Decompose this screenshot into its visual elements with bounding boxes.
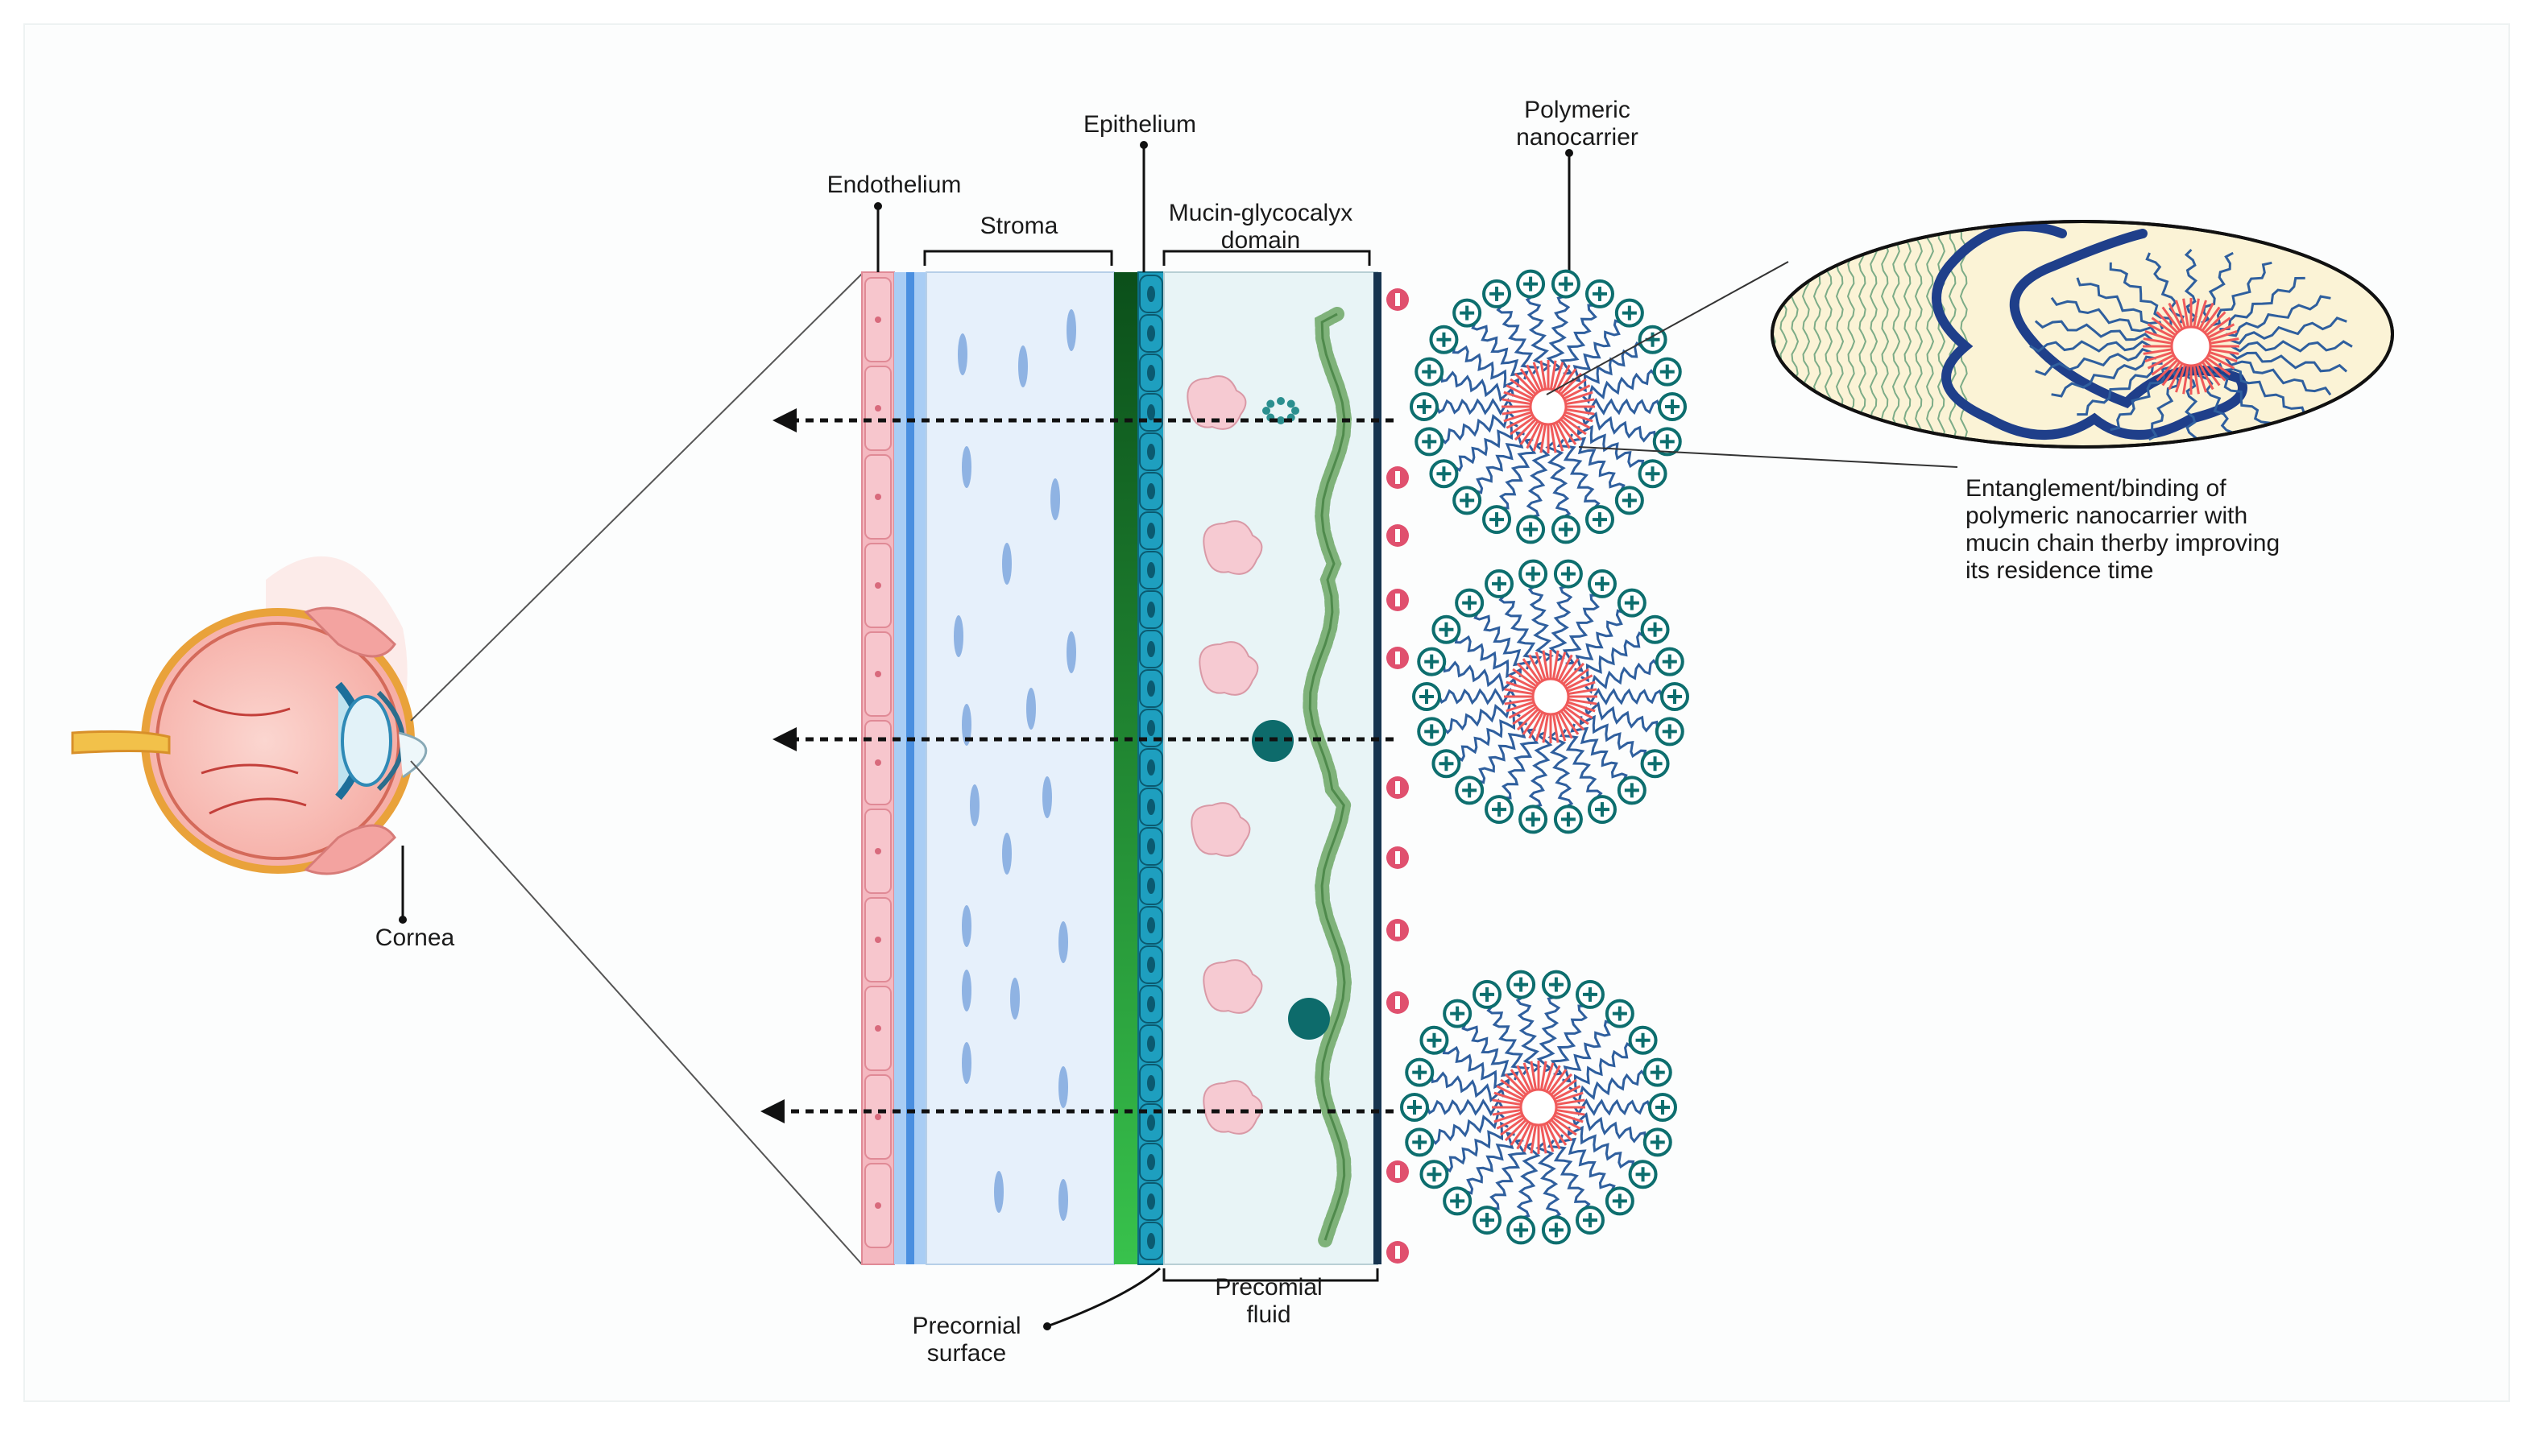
keratocyte bbox=[1058, 1066, 1068, 1108]
keratocyte bbox=[962, 970, 971, 1011]
mucin-strand bbox=[1936, 225, 1946, 447]
label-mucin-glycocalyx-domain: Mucin-glycocalyx domain bbox=[1168, 200, 1353, 254]
keratocyte bbox=[994, 1171, 1004, 1213]
mucin-strand bbox=[1869, 225, 1878, 447]
eye-illustration bbox=[71, 556, 428, 875]
precornial-pointer bbox=[1046, 1267, 1161, 1328]
keratocyte bbox=[1067, 309, 1076, 351]
precomial-fluid-bracket bbox=[1162, 1268, 1379, 1282]
keratocyte bbox=[1002, 543, 1012, 585]
transport-arrows bbox=[760, 408, 1394, 1123]
keratocyte bbox=[1026, 688, 1036, 730]
drug-particle bbox=[1288, 998, 1330, 1040]
label-epithelium: Epithelium bbox=[1083, 111, 1197, 138]
polymeric-nanocarrier bbox=[1400, 970, 1677, 1245]
keratocyte bbox=[970, 784, 980, 826]
keratocyte bbox=[962, 905, 971, 947]
keratocyte bbox=[1018, 345, 1028, 387]
zoom-connector-bottom bbox=[1578, 446, 1958, 468]
label-polymeric-nanocarrier: Polymeric nanocarrier bbox=[1516, 97, 1638, 151]
polymeric-nanocarrier bbox=[1410, 269, 1687, 544]
drug-molecule bbox=[1199, 641, 1259, 696]
keratocyte bbox=[1042, 776, 1052, 818]
drug-molecule bbox=[1203, 520, 1263, 575]
label-stroma: Stroma bbox=[980, 213, 1058, 239]
mucin-strand bbox=[1891, 225, 1901, 447]
keratocyte bbox=[954, 615, 963, 657]
keratocyte bbox=[1067, 631, 1076, 673]
mucin-strand bbox=[1772, 225, 1777, 447]
label-precomial-fluid: Precomial fluid bbox=[1215, 1274, 1323, 1328]
bowman-layer bbox=[1114, 272, 1138, 1264]
keratocyte bbox=[962, 1042, 971, 1084]
zoom-connector-top bbox=[1546, 261, 1789, 395]
keratocyte bbox=[962, 704, 971, 746]
label-entanglement: Entanglement/binding of polymeric nanoca… bbox=[1965, 475, 2280, 584]
keratocyte bbox=[1050, 478, 1060, 520]
mucin-bracket bbox=[1162, 250, 1371, 266]
keratocyte bbox=[958, 333, 967, 375]
mucin-strand bbox=[1925, 225, 1935, 447]
drug-molecule bbox=[1187, 375, 1247, 430]
mucin-strand bbox=[1959, 225, 1969, 447]
polymer-entanglement bbox=[1932, 221, 2247, 440]
keratocyte bbox=[962, 446, 971, 488]
stroma-bracket bbox=[923, 250, 1113, 266]
precorneal-surface-edge bbox=[1373, 272, 1381, 1264]
mucin-strand bbox=[1903, 225, 1912, 447]
zoom-line-top bbox=[410, 273, 863, 722]
drug-molecule bbox=[1203, 1080, 1263, 1135]
mucin-strand bbox=[1880, 225, 1890, 447]
keratocyte bbox=[1058, 1179, 1068, 1221]
mucin-strand bbox=[1914, 225, 1924, 447]
nanocarrier-core bbox=[2170, 325, 2212, 367]
label-precornial-surface: Precornial surface bbox=[912, 1313, 1021, 1367]
keratocyte bbox=[1010, 978, 1020, 1020]
keratocyte bbox=[1058, 921, 1068, 963]
keratocyte bbox=[1002, 833, 1012, 875]
zoom-line-bottom bbox=[410, 760, 863, 1265]
label-cornea: Cornea bbox=[375, 924, 455, 951]
polymeric-nanocarrier bbox=[1412, 559, 1689, 834]
drug-molecule bbox=[1191, 802, 1251, 857]
label-endothelium: Endothelium bbox=[826, 172, 962, 198]
drug-molecule bbox=[1203, 959, 1263, 1014]
zoom-inset bbox=[1771, 220, 2394, 449]
label-brackets bbox=[876, 145, 1571, 1328]
